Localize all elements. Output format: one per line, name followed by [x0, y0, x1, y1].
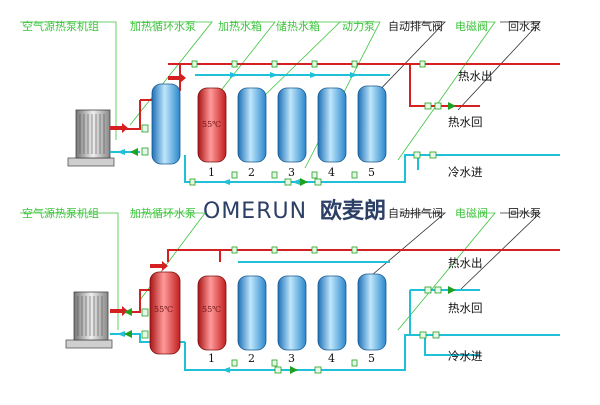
bottom-label-return-pump: 回水泵 [508, 207, 541, 220]
bottom-tank-0 [149, 271, 181, 355]
top-hot-flow-arrow [168, 73, 186, 83]
top-tank-number: 3 [288, 166, 295, 179]
bottom-valves [141, 246, 442, 374]
top-tank-4 [317, 87, 347, 163]
top-tank-3 [277, 87, 307, 163]
top-tank-number: 5 [368, 166, 375, 179]
bottom-outlet-hot-return: 热水回 [448, 301, 483, 315]
bottom-label-auto-vent-valve: 自动排气阀 [388, 206, 443, 220]
bottom-return-pump-icon [448, 286, 456, 294]
bottom-heating-circ-pump-icon [124, 330, 132, 338]
top-leader-lines-dark [371, 21, 541, 111]
bottom-tank-2 [237, 275, 267, 351]
top-heat-pump-unit [67, 109, 115, 167]
bottom-heating-circ-pump-2-icon [124, 308, 132, 316]
bottom-cold-flow-arrows [117, 331, 230, 373]
bottom-outlet-cold-in: 冷水进 [448, 349, 483, 363]
bottom-tank-number: 1 [208, 352, 215, 365]
top-tank-number: 2 [248, 166, 255, 179]
bottom-tank-number: 3 [288, 352, 295, 365]
bottom-system: 空气源热泵机组 加热循环水泵 自动排气阀 电磁阀 回水泵 [20, 206, 560, 374]
top-outlet-cold-in: 冷水进 [448, 165, 483, 179]
top-power-pump-icon [300, 178, 308, 186]
top-cold-flow-arrows [117, 72, 358, 185]
top-label-solenoid-valve: 电磁阀 [455, 19, 488, 33]
bottom-tank-number: 4 [328, 352, 335, 365]
bottom-tank-5 [357, 273, 387, 351]
bottom-tank-1-temperature: 55℃ [202, 305, 221, 314]
bottom-tank-3 [277, 275, 307, 351]
top-label-heating-tank: 加热水箱 [218, 19, 262, 33]
top-label-return-pump: 回水泵 [508, 20, 541, 33]
bottom-tank-1 [197, 275, 227, 351]
bottom-cold-pipes [110, 261, 560, 371]
top-tanks [151, 83, 387, 165]
bottom-label-solenoid-valve: 电磁阀 [455, 206, 488, 220]
top-label-heating-circ-pump: 加热循环水泵 [130, 20, 196, 33]
top-tank-5 [357, 85, 387, 163]
watermark-latin: OMERUN [203, 199, 307, 224]
top-tank-0 [151, 83, 181, 165]
bottom-pumps [124, 286, 456, 374]
top-tank-2 [237, 87, 267, 163]
top-tank-1-temperature: 55℃ [202, 120, 221, 129]
brand-watermark: OMERUN 欧麦朗 [203, 198, 386, 224]
top-return-pump-icon [448, 102, 456, 110]
watermark-chinese: 欧麦朗 [320, 198, 386, 224]
top-system: 空气源热泵机组 加热循环水泵 加热水箱 储热水箱 动力泵 自动排气阀 电磁阀 回… [20, 19, 560, 186]
top-tank-number: 1 [208, 166, 215, 179]
bottom-hot-flow-arrow [150, 261, 168, 271]
bottom-outlet-hot-out: 热水出 [448, 256, 483, 270]
bottom-label-heating-circ-pump: 加热循环水泵 [130, 207, 196, 220]
bottom-tank-numbers: 1 2 3 4 5 [208, 352, 375, 365]
top-outlet-hot-out: 热水出 [458, 69, 493, 83]
bottom-power-pump-icon [290, 366, 298, 374]
bottom-tank-0-temperature: 55℃ [154, 305, 173, 314]
top-outlet-hot-return: 热水回 [448, 115, 483, 129]
bottom-leader-lines-dark [371, 212, 541, 291]
top-tank-number: 4 [328, 166, 335, 179]
top-tank-1 [197, 87, 227, 163]
bottom-tank-4 [317, 275, 347, 351]
bottom-tank-number: 2 [248, 352, 255, 365]
bottom-tank-number: 5 [368, 352, 375, 365]
top-valves [141, 60, 442, 186]
bottom-label-air-source-unit: 空气源热泵机组 [22, 206, 99, 220]
top-label-auto-vent-valve: 自动排气阀 [388, 19, 443, 33]
top-heating-circ-pump-icon [130, 148, 138, 156]
top-label-storage-tank: 储热水箱 [276, 19, 320, 33]
top-label-air-source-unit: 空气源热泵机组 [22, 19, 99, 33]
top-hot-in-arrow [110, 123, 128, 133]
top-pumps [130, 102, 456, 186]
top-tank-numbers: 1 2 3 4 5 [208, 166, 375, 179]
bottom-hot-in-arrow [110, 306, 128, 316]
bottom-heat-pump-unit [65, 291, 113, 349]
top-leader-lines [20, 21, 496, 169]
top-label-power-pump: 动力泵 [342, 20, 375, 33]
bottom-tanks [149, 271, 387, 355]
